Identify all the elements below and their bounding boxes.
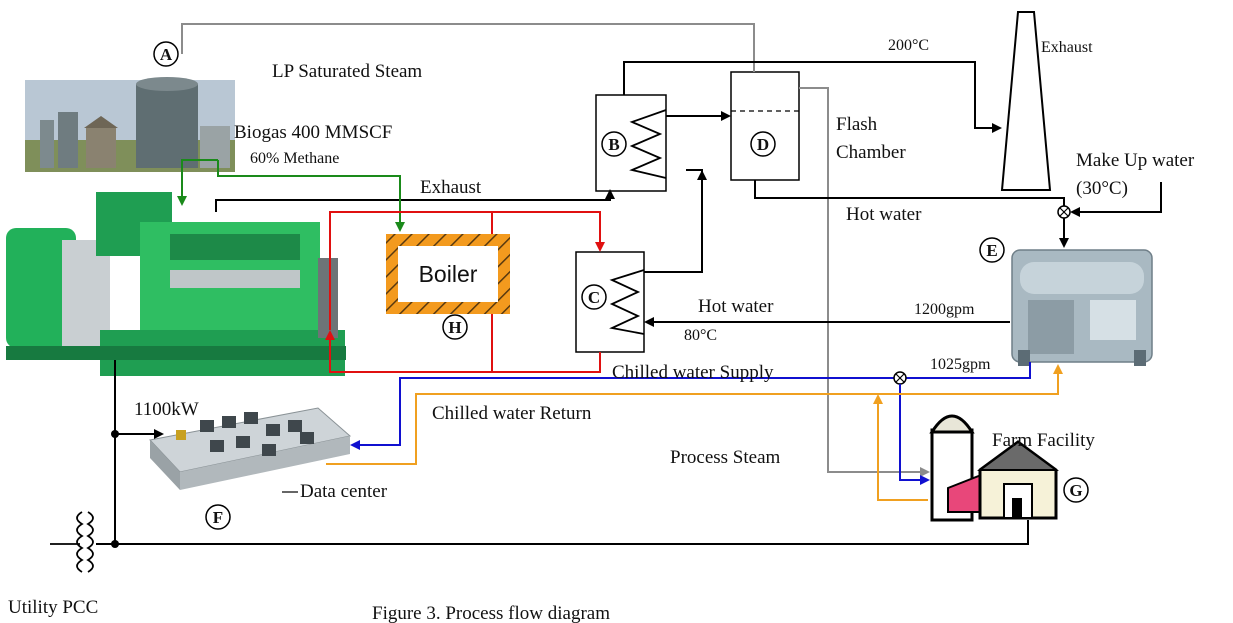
flash-label-line1: Flash [836, 114, 878, 135]
node-f-marker: F [205, 504, 231, 530]
c-to-b-line [644, 169, 703, 273]
node-a-marker: A [153, 41, 179, 67]
node-g-label: G [1069, 481, 1082, 500]
temp-200-label: 200°C [888, 37, 929, 54]
lp-steam-line [181, 23, 755, 72]
biogas-to-boiler-line [217, 160, 405, 232]
node-f-label: F [213, 508, 223, 527]
node-d-marker: D [750, 131, 776, 157]
exhaust-stack-label: Exhaust [1041, 39, 1093, 56]
farm-return-line [873, 394, 928, 501]
node-b-marker: B [601, 131, 627, 157]
data-center-image [149, 407, 352, 490]
heat-exchanger-b-coil-icon [629, 109, 667, 179]
hot-water-mid-label: Hot water [698, 296, 774, 317]
lp-steam-label: LP Saturated Steam [272, 61, 422, 82]
temp-80-label: 80°C [684, 327, 717, 344]
node-b-label: B [608, 135, 619, 154]
engine-power-line [114, 360, 1029, 545]
biogas-label: Biogas 400 MMSCF [234, 122, 392, 143]
engine-exhaust-line [215, 189, 615, 212]
power-junction-dot [111, 430, 119, 438]
engine-exhaust-label: Exhaust [420, 177, 482, 198]
flash-chamber-d [730, 71, 800, 181]
boiler-return-line [325, 330, 601, 373]
makeup-water-line [1070, 182, 1162, 217]
hot-water-top-label: Hot water [846, 204, 922, 225]
node-g-marker: G [1063, 477, 1089, 503]
farm-facility-icon [929, 414, 1060, 522]
node-d-label: D [757, 135, 769, 154]
b-to-stack-line [623, 61, 1002, 133]
exhaust-stack-icon [1000, 11, 1052, 191]
biogas-digester-image [25, 77, 235, 172]
boiler-label: Boiler [419, 261, 478, 287]
chilled-return-line [326, 364, 1063, 465]
process-steam-label: Process Steam [670, 447, 781, 468]
gas-engine-generator-image [6, 192, 346, 376]
node-c-label: C [588, 288, 600, 307]
node-a-label: A [160, 45, 173, 64]
heat-exchanger-c-coil-icon [609, 269, 645, 335]
utility-transformer-icon [50, 511, 94, 573]
absorption-chiller-image [1011, 249, 1153, 366]
makeup-label-line2: (30°C) [1076, 178, 1128, 199]
data-center-label: Data center [300, 481, 388, 502]
kw-1100-label: 1100kW [134, 399, 199, 420]
hot-water-return-line [754, 180, 1065, 206]
utility-pcc-label: Utility PCC [8, 597, 98, 618]
node-e-marker: E [979, 237, 1005, 263]
gpm-1200-label: 1200gpm [914, 301, 975, 318]
chilled-return-label: Chilled water Return [432, 403, 592, 424]
makeup-label-line1: Make Up water [1076, 150, 1195, 171]
gpm-1025-label: 1025gpm [930, 356, 991, 373]
node-c-marker: C [581, 284, 607, 310]
chilled-supply-line [350, 362, 1031, 450]
farm-label: Farm Facility [992, 430, 1095, 451]
node-e-label: E [986, 241, 997, 260]
boiler-loop-line [329, 211, 605, 330]
chilled-to-farm-line [899, 384, 930, 485]
node-h-marker: H [442, 314, 468, 340]
biogas-to-engine-line [177, 159, 218, 206]
methane-label: 60% Methane [250, 150, 339, 167]
chilled-supply-label: Chilled water Supply [612, 362, 774, 383]
figure-caption: Figure 3. Process flow diagram [372, 603, 610, 623]
flash-label-line2: Chamber [836, 142, 906, 163]
node-h-label: H [448, 318, 461, 337]
